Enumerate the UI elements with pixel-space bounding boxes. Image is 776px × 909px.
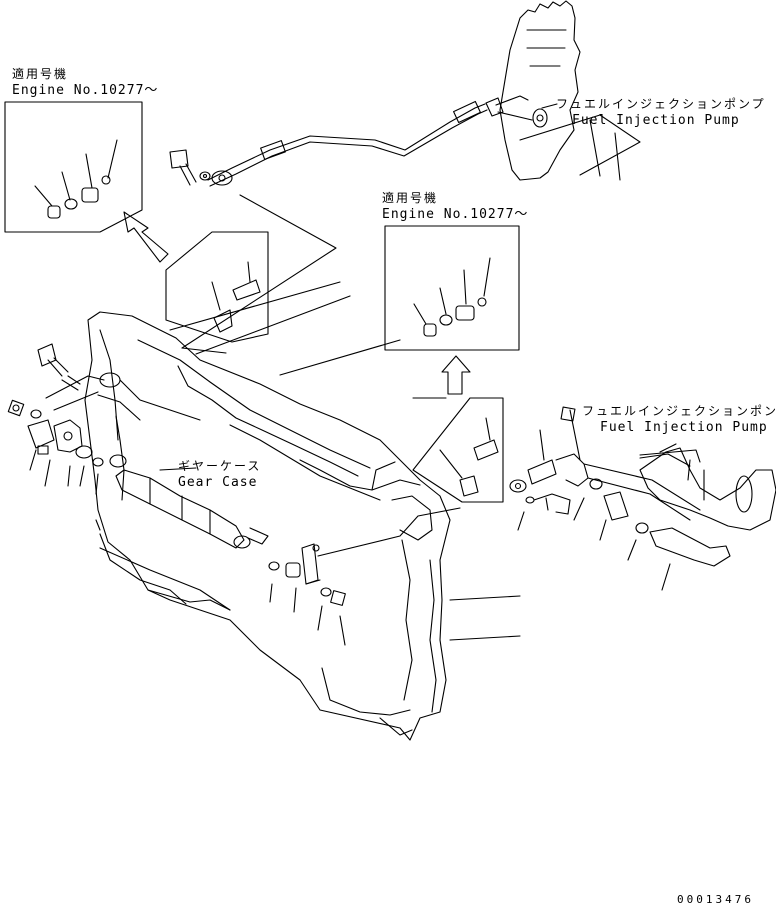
applicable-label-middle-jp: 適用号機 (382, 191, 439, 205)
leader-lines (160, 104, 700, 470)
fuel-pump-right-label-en: Fuel Injection Pump (600, 420, 768, 435)
gear-case-label-jp: ギヤーケース (178, 459, 262, 473)
detail-callout-upper (166, 195, 336, 353)
gear-case-body (85, 282, 520, 740)
inset-box-middle (385, 226, 519, 394)
fuel-injection-pump-top (500, 1, 640, 180)
lower-small-parts (269, 508, 460, 645)
fuel-pump-upper-label-jp: フュエルインジェクションポンプ (556, 97, 766, 111)
applicable-label-middle-en: Engine No.10277～ (382, 207, 529, 222)
fuel-injection-pump-right (640, 444, 776, 530)
fuel-pump-upper-label-en: Fuel Injection Pump (572, 113, 740, 128)
upper-fuel-pipe (208, 96, 532, 186)
gear-case-label-en: Gear Case (178, 475, 258, 490)
inset-box-upper (5, 102, 168, 262)
right-fuel-pipe (510, 407, 730, 590)
applicable-label-upper-jp: 適用号機 (12, 67, 69, 81)
applicable-label-upper-en: Engine No.10277～ (12, 83, 159, 98)
detail-callout-middle (413, 398, 503, 502)
fuel-pump-right-label-jp: フュエルインジェクションポンプ (582, 404, 776, 418)
upper-bolt (170, 150, 210, 185)
shaft-assembly (110, 455, 268, 548)
left-small-parts (8, 344, 120, 494)
document-number: 00013476 (677, 893, 754, 906)
gear-case-lower-outline (96, 520, 186, 604)
